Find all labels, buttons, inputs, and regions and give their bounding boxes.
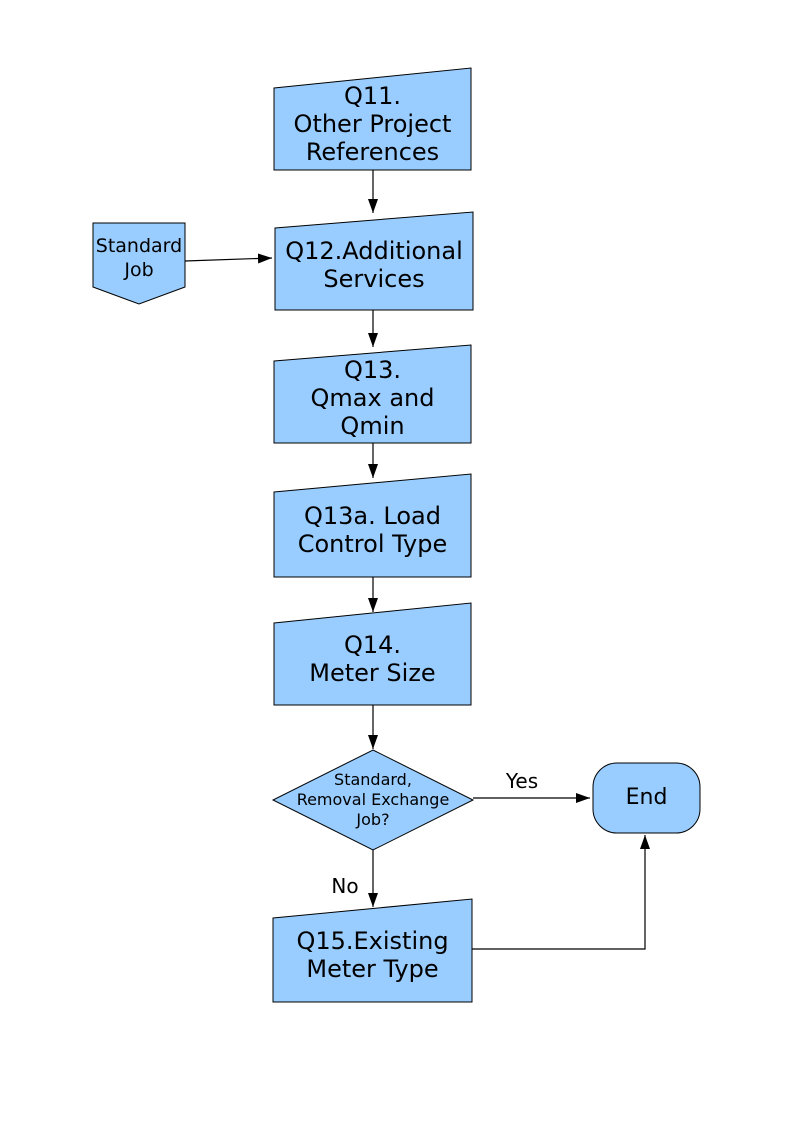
connector-q15-end (472, 835, 650, 950)
edge-label-yes: Yes (505, 769, 539, 793)
q15-node-shape (272, 898, 473, 1003)
decision-diamond-shape (271, 749, 475, 851)
q13a-node-shape (273, 473, 472, 578)
end-terminator-shape (592, 762, 701, 834)
q12-node-label: Q12.Additional Services (285, 237, 463, 293)
q11-node-label: Q11. Other Project References (293, 82, 452, 166)
q13-node-label: Q13. Qmax and Qmin (310, 356, 435, 440)
q11-node-shape (273, 67, 472, 171)
connector-standard-job-q12 (184, 253, 273, 264)
q12-node-shape (274, 211, 474, 311)
edge-label-no: No (331, 874, 359, 898)
standard-job-node-shape (92, 222, 186, 305)
q13a-node-label: Q13a. Load Control Type (297, 502, 448, 558)
end-terminator-label: End (625, 785, 668, 810)
q14-node-label: Q14. Meter Size (309, 631, 436, 687)
decision-diamond-label: Standard, Removal Exchange Job? (296, 770, 450, 829)
q14-node-shape (273, 602, 472, 706)
q15-node-label: Q15.Existing Meter Type (296, 927, 449, 983)
standard-job-node-label: Standard Job (95, 235, 183, 281)
q13-node-shape (273, 344, 472, 444)
